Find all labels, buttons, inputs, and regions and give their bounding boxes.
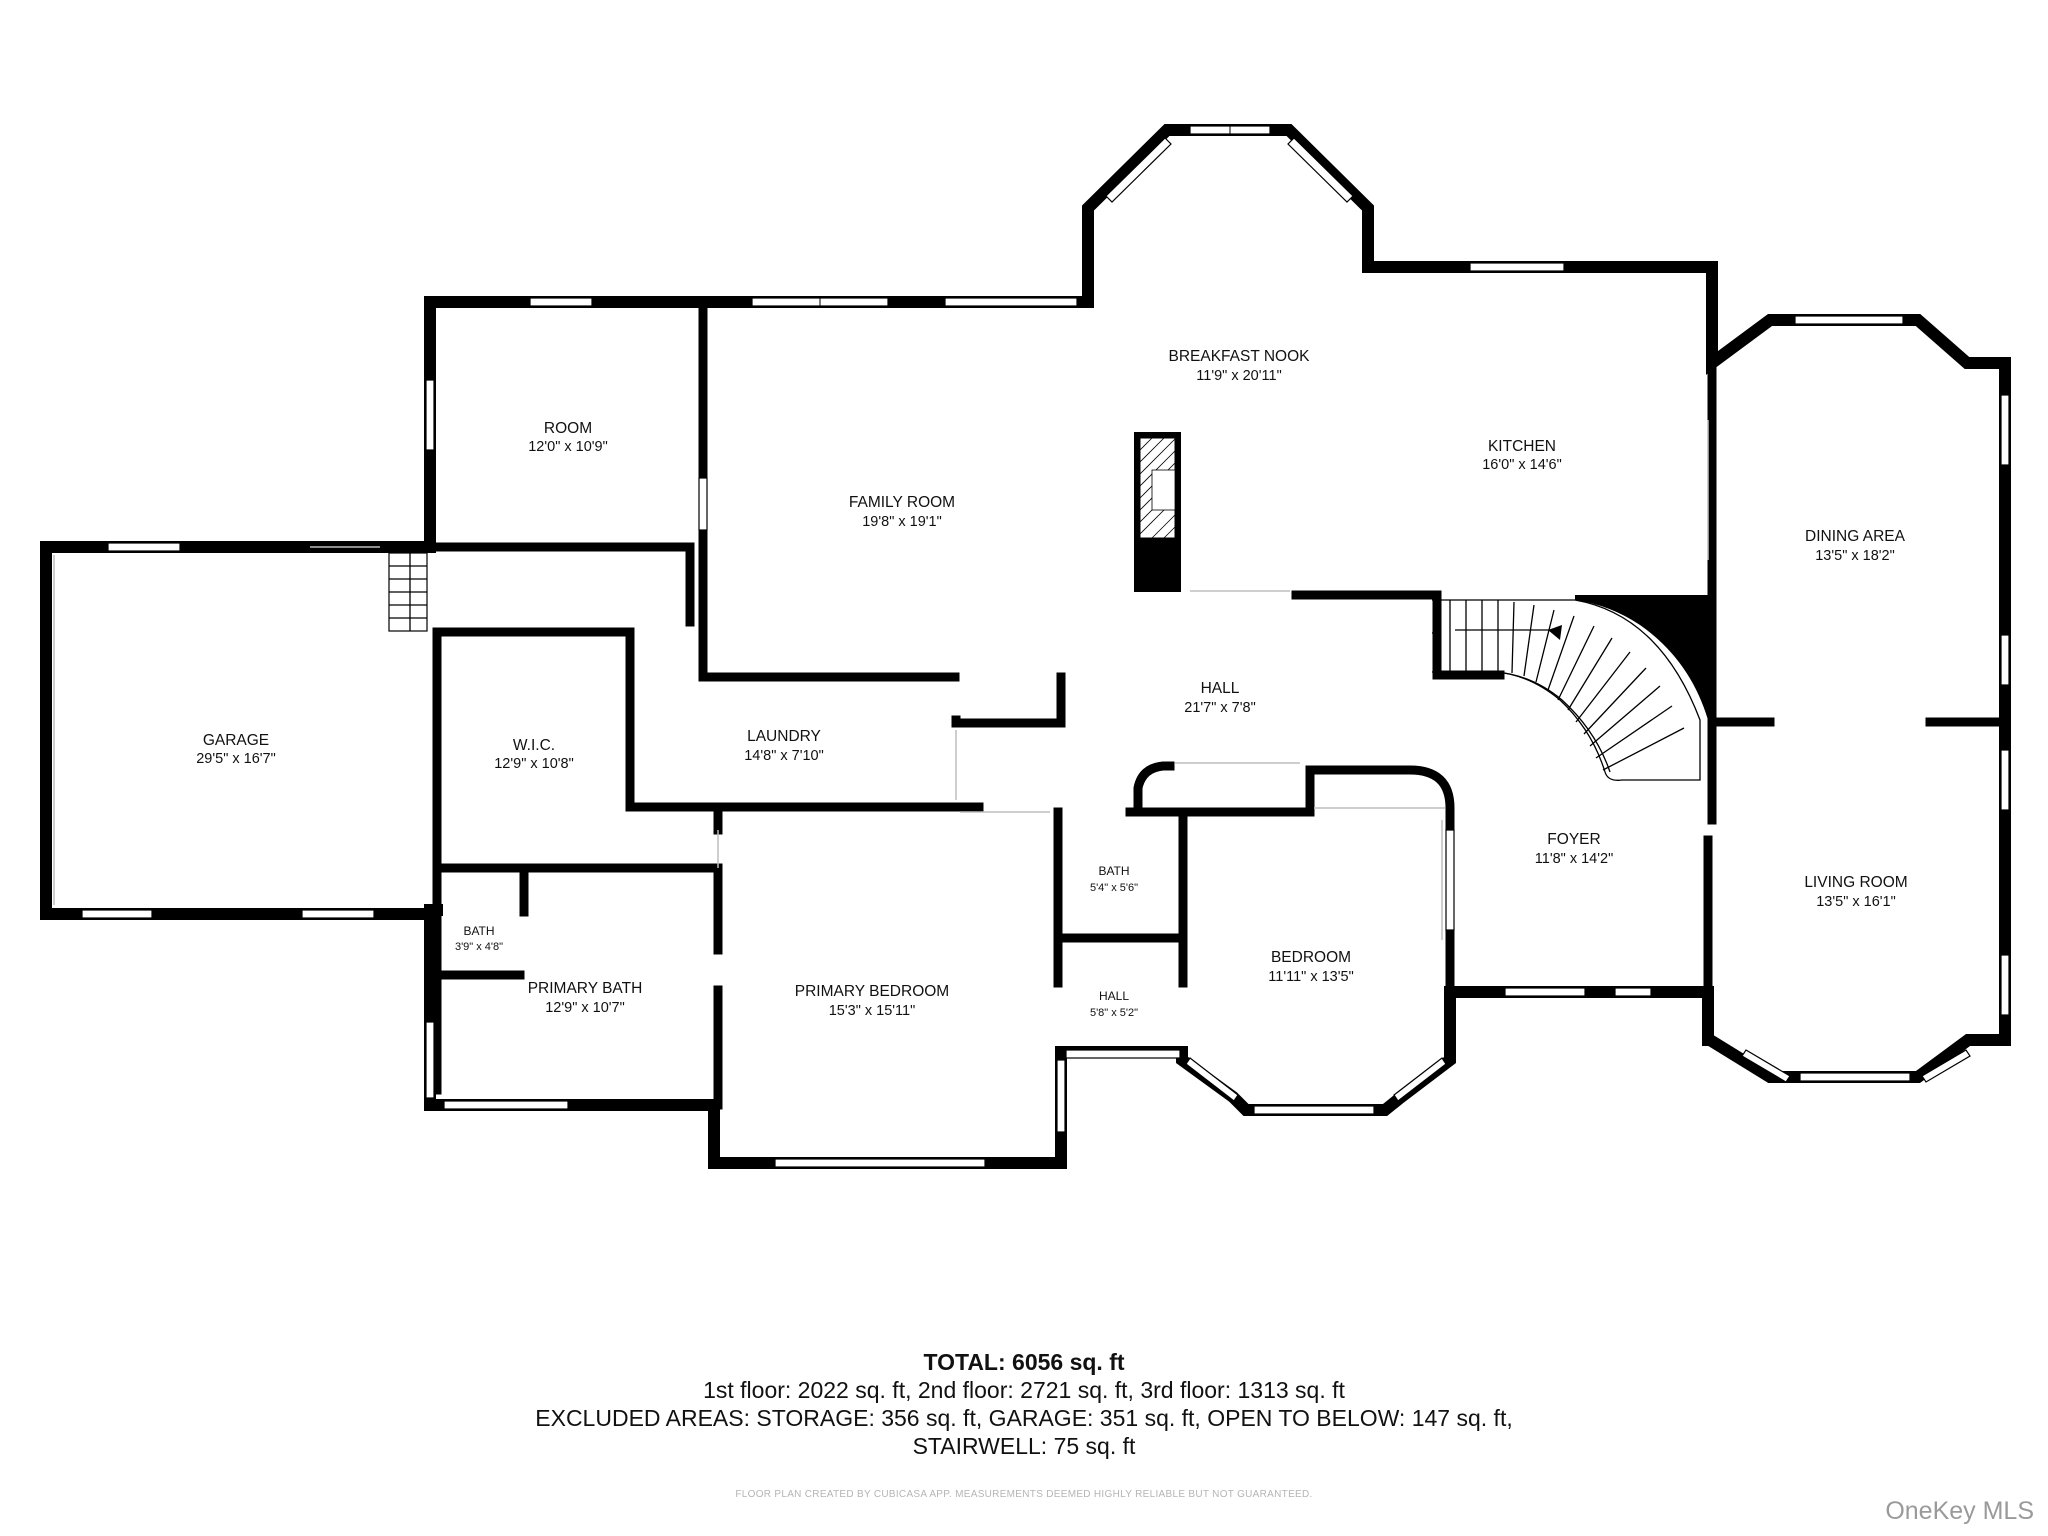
room-name-primary-bedroom: PRIMARY BEDROOM — [795, 983, 949, 1000]
room-dim-foyer: 11'8" x 14'2" — [1535, 851, 1613, 867]
interior-walls — [425, 302, 2010, 1110]
room-dim-garage: 29'5" x 16'7" — [196, 751, 276, 767]
room-name-primary-bath: PRIMARY BATH — [528, 980, 643, 997]
total-area: TOTAL: 6056 sq. ft — [923, 1349, 1125, 1375]
floor-areas: 1st floor: 2022 sq. ft, 2nd floor: 2721 … — [703, 1377, 1345, 1403]
room-name-bedroom: BEDROOM — [1271, 949, 1351, 966]
room-name-hall-2: HALL — [1099, 989, 1129, 1003]
room-name-living-room: LIVING ROOM — [1804, 874, 1907, 891]
room-dim-kitchen: 16'0" x 14'6" — [1482, 457, 1562, 473]
room-dim-primary-bedroom: 15'3" x 15'11" — [829, 1003, 916, 1019]
room-dim-wic: 12'9" x 10'8" — [494, 756, 574, 772]
room-dim-dining-area: 13'5" x 18'2" — [1815, 548, 1895, 564]
room-dim-bath-small: 3'9" x 4'8" — [455, 941, 503, 953]
watermark-logo: OneKey MLS — [1885, 1497, 2034, 1525]
excluded-areas-line-2: STAIRWELL: 75 sq. ft — [912, 1433, 1136, 1459]
room-dim-living-room: 13'5" x 16'1" — [1816, 894, 1896, 910]
room-name-wic: W.I.C. — [513, 737, 555, 754]
room-name-hall: HALL — [1201, 680, 1240, 697]
garage-steps — [388, 552, 428, 632]
room-name-kitchen: KITCHEN — [1488, 438, 1556, 455]
area-summary: TOTAL: 6056 sq. ft 1st floor: 2022 sq. f… — [0, 1348, 2048, 1460]
room-dim-bedroom: 11'11" x 13'5" — [1268, 969, 1353, 985]
room-name-laundry: LAUNDRY — [747, 728, 821, 745]
openings — [53, 420, 1709, 940]
room-dim-family-room: 19'8" x 19'1" — [862, 514, 942, 530]
room-labels: BREAKFAST NOOK 11'9" x 20'11" KITCHEN 16… — [196, 348, 1907, 1019]
room-dim-hall-2: 5'8" x 5'2" — [1090, 1007, 1138, 1019]
windows — [81, 125, 2010, 1168]
room-name-bath-small: BATH — [463, 924, 494, 938]
room-dim-hall: 21'7" x 7'8" — [1184, 700, 1255, 716]
room-dim-bath-2: 5'4" x 5'6" — [1090, 882, 1138, 894]
room-name-breakfast-nook: BREAKFAST NOOK — [1169, 348, 1311, 365]
room-name-foyer: FOYER — [1547, 831, 1600, 848]
excluded-areas-line-1: EXCLUDED AREAS: STORAGE: 356 sq. ft, GAR… — [535, 1405, 1513, 1431]
room-name-family-room: FAMILY ROOM — [849, 494, 955, 511]
fireplace — [1134, 432, 1181, 592]
room-name-garage: GARAGE — [203, 732, 269, 749]
room-name-dining-area: DINING AREA — [1805, 528, 1906, 545]
room-dim-breakfast-nook: 11'9" x 20'11" — [1196, 368, 1281, 384]
room-name-room: ROOM — [544, 420, 592, 437]
room-name-bath-2: BATH — [1098, 864, 1129, 878]
room-dim-primary-bath: 12'9" x 10'7" — [545, 1000, 625, 1016]
room-dim-room: 12'0" x 10'9" — [528, 439, 608, 455]
disclaimer: FLOOR PLAN CREATED BY CUBICASA APP. MEAS… — [735, 1489, 1313, 1500]
main-staircase — [1432, 595, 1708, 781]
room-dim-laundry: 14'8" x 7'10" — [744, 748, 824, 764]
